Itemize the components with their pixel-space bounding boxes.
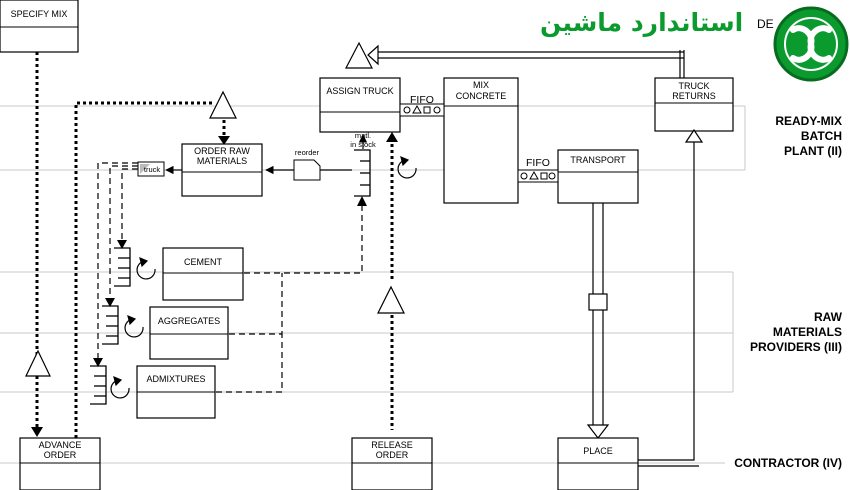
reorder-signal: reorder bbox=[265, 148, 352, 181]
order-raw-materials-label-line2: MATERIALS bbox=[197, 156, 247, 166]
release-order-box: RELEASE ORDER bbox=[351, 437, 433, 490]
cement-label: CEMENT bbox=[184, 257, 223, 267]
swimlane-lines bbox=[0, 105, 746, 464]
place-box: PLACE bbox=[557, 437, 639, 490]
admixtures-box: ADMIXTURES bbox=[136, 365, 216, 419]
schedule-triangle-icon bbox=[25, 349, 51, 377]
delivery-triangle-icon bbox=[345, 41, 373, 69]
order-triangle-icon bbox=[209, 90, 237, 119]
fifo-lane-2: FIFO bbox=[517, 157, 559, 183]
withdrawal-dashed-lines bbox=[97, 162, 363, 393]
lane-label-raw-materials: RAW MATERIALS PROVIDERS (III) bbox=[749, 310, 842, 354]
assign-truck-label: ASSIGN TRUCK bbox=[326, 86, 393, 96]
truck-return-flow bbox=[367, 44, 704, 467]
dotted-flow-arrowheads bbox=[31, 132, 398, 437]
cement-supermarket bbox=[114, 247, 131, 287]
header-text-fragment: DE bbox=[757, 17, 774, 31]
mix-concrete-box: MIX CONCRETE bbox=[443, 77, 519, 204]
fifo-label-2: FIFO bbox=[526, 157, 550, 169]
truck-returns-label-line2: RETURNS bbox=[672, 91, 716, 101]
specify-mix-box: SPECIFY MIX bbox=[0, 0, 79, 53]
advance-order-label-line1: ADVANCE bbox=[39, 440, 82, 450]
lane-label-contractor: CONTRACTOR (IV) bbox=[734, 456, 842, 470]
fifo-label-1: FIFO bbox=[410, 94, 434, 106]
pull-circle-admixtures-icon bbox=[110, 375, 130, 399]
circular-logo-icon bbox=[773, 6, 849, 82]
reorder-label: reorder bbox=[295, 148, 320, 157]
pull-circles bbox=[110, 155, 417, 399]
admixtures-supermarket bbox=[90, 365, 107, 405]
delivery-push-flow bbox=[586, 203, 610, 439]
advance-order-box: ADVANCE ORDER bbox=[19, 437, 101, 490]
aggregates-box: AGGREGATES bbox=[149, 306, 229, 360]
order-raw-materials-box: ORDER RAW MATERIALS bbox=[181, 143, 263, 197]
release-order-label-line1: RELEASE bbox=[371, 440, 413, 450]
truck-kanban: truck bbox=[137, 161, 182, 177]
fifo-lane-1: FIFO bbox=[399, 94, 445, 117]
transport-box: TRANSPORT bbox=[557, 149, 639, 204]
logo-text: استاندارد ماشین bbox=[540, 8, 744, 37]
lane-label-ready-mix: READY-MIX BATCH PLANT (II) bbox=[775, 114, 842, 158]
mix-concrete-label-line2: CONCRETE bbox=[456, 91, 507, 101]
reorder-kanban-icon bbox=[293, 159, 321, 181]
release-order-label-line2: ORDER bbox=[376, 450, 409, 460]
transport-label: TRANSPORT bbox=[570, 155, 626, 165]
withdrawal-arrowheads bbox=[93, 196, 367, 367]
admixtures-label: ADMIXTURES bbox=[146, 374, 205, 384]
pull-circle-aggregates-icon bbox=[124, 314, 144, 338]
truck-returns-label-line1: TRUCK bbox=[679, 81, 710, 91]
pull-circle-matl-icon bbox=[397, 155, 417, 179]
cement-box: CEMENT bbox=[162, 247, 244, 301]
specify-mix-label: SPECIFY MIX bbox=[11, 9, 68, 19]
release-triangle-icon bbox=[377, 285, 405, 314]
mix-concrete-label-line1: MIX bbox=[473, 80, 489, 90]
signal-triangles bbox=[25, 41, 405, 377]
matl-in-stock-supermarket: matl. in stock bbox=[350, 131, 376, 197]
truck-returns-box: TRUCK RETURNS bbox=[654, 77, 734, 132]
assign-truck-box: ASSIGN TRUCK bbox=[319, 77, 401, 133]
truck-label: truck bbox=[144, 165, 161, 174]
order-raw-materials-label-line1: ORDER RAW bbox=[194, 146, 250, 156]
advance-order-label-line2: ORDER bbox=[44, 450, 77, 460]
aggregates-supermarket bbox=[102, 305, 119, 345]
pull-circle-cement-icon bbox=[136, 256, 156, 280]
place-label: PLACE bbox=[583, 446, 613, 456]
aggregates-label: AGGREGATES bbox=[158, 316, 220, 326]
